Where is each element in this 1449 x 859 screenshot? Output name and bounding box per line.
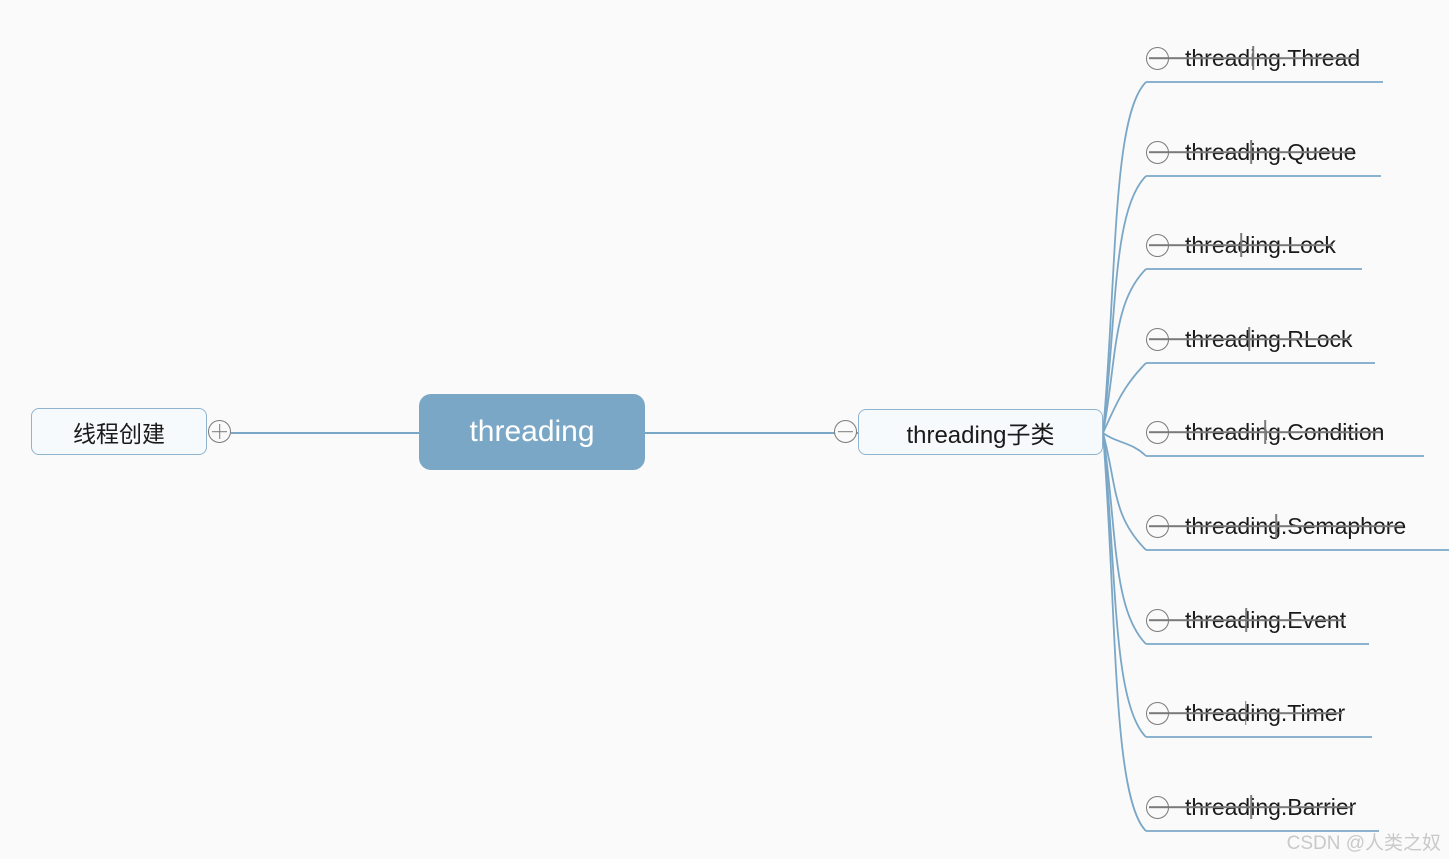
child-node-2[interactable]: threading.Queue [1146,137,1356,167]
plus-icon[interactable] [1146,420,1169,444]
branch-curve [1102,175,1147,434]
child-node-4[interactable]: threading.RLock [1146,324,1353,354]
child-node-9[interactable]: threading.Barrier [1146,792,1356,822]
branch-curve [1102,432,1147,457]
node-thread-creation[interactable]: 线程创建 [31,408,207,455]
branch-curve [1102,432,1147,645]
plus-icon[interactable] [1146,795,1169,819]
child-node-5[interactable]: threading.Condition [1146,417,1384,447]
node-thread-creation-label: 线程创建 [73,420,165,447]
branch-curve [1102,362,1147,434]
child-node-8[interactable]: threading.Timer [1146,698,1345,728]
plus-icon[interactable] [1146,701,1169,725]
node-threading-root[interactable]: threading [419,394,645,470]
plus-icon[interactable] [1146,514,1169,538]
child-node-1[interactable]: threading.Thread [1146,43,1360,73]
branch-curve [1102,268,1147,434]
plus-icon[interactable] [1146,327,1169,351]
branch-curve [1102,432,1147,738]
branch-curve [1102,432,1147,551]
node-threading-subclasses[interactable]: threading子类 [858,409,1103,455]
plus-icon[interactable] [1146,46,1169,70]
child-node-3[interactable]: threading.Lock [1146,230,1336,260]
watermark: CSDN @人类之奴 [1286,833,1441,854]
branch-curve [1102,81,1147,434]
child-node-6[interactable]: threading.Semaphore [1146,511,1406,541]
plus-icon[interactable] [1146,608,1169,632]
plus-icon[interactable] [1146,233,1169,257]
plus-icon[interactable] [1146,140,1169,164]
child-node-7[interactable]: threading.Event [1146,605,1346,635]
node-threading-subclasses-label: threading子类 [906,421,1055,449]
node-threading-root-label: threading [469,415,595,448]
minus-icon[interactable] [834,420,857,443]
plus-icon[interactable] [208,420,231,443]
branch-curve [1102,432,1147,832]
